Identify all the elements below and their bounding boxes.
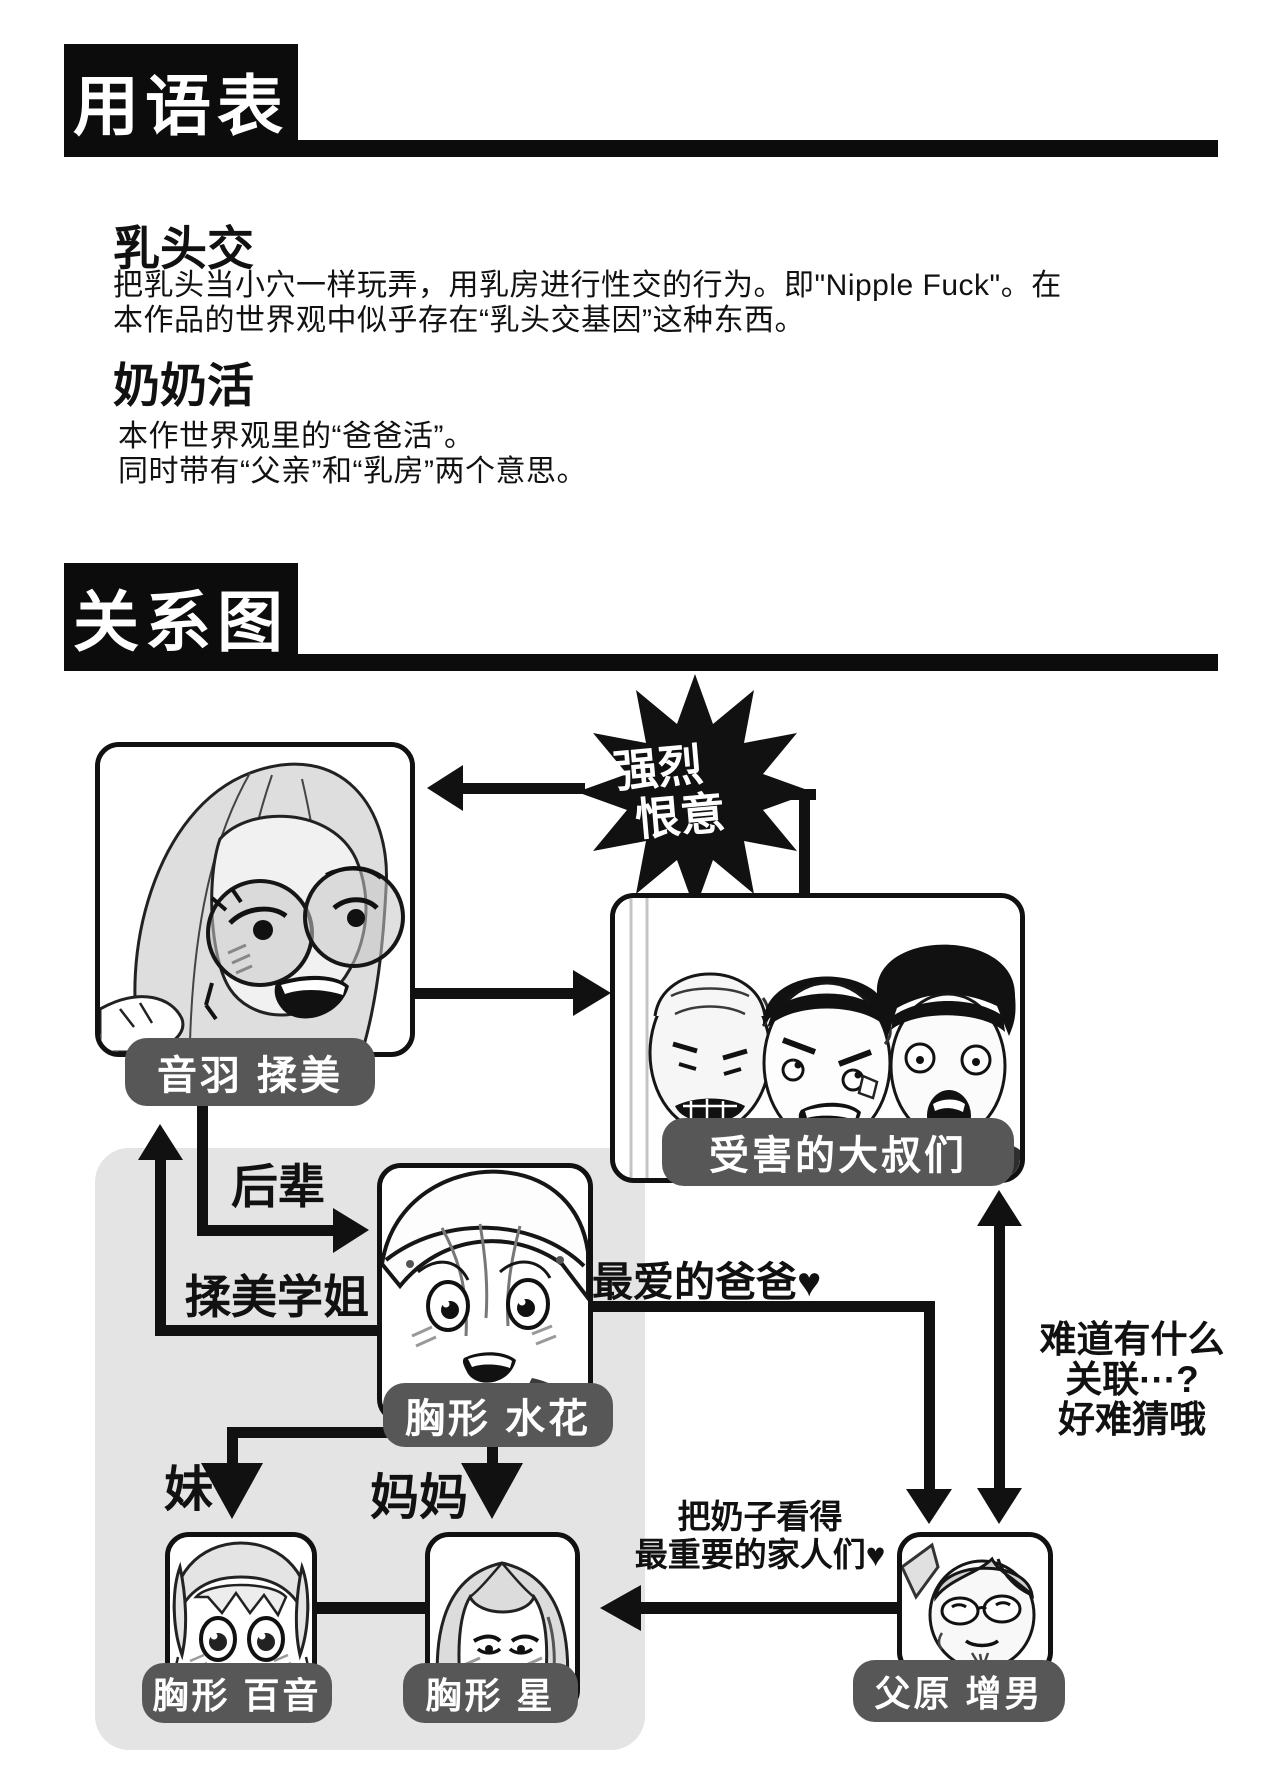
- relation-family-line-2: 最重要的家人们♥: [634, 1536, 886, 1573]
- relation-mama: 妈妈: [370, 1471, 469, 1525]
- glossary-header: 用语表: [64, 44, 298, 157]
- relation-wonder-line-2: 关联···?: [1065, 1359, 1199, 1400]
- hatred-label: 强烈 恨意: [611, 733, 789, 847]
- relation-sister: 妹: [164, 1463, 214, 1517]
- pill-uncles: 受害的大叔们: [662, 1118, 1014, 1186]
- term-1-desc-line-1: 把乳头当小穴一样玩弄，用乳房进行性交的行为。即"Nipple Fuck"。在: [113, 269, 1062, 302]
- chart-header: 关系图: [64, 563, 298, 671]
- pill-hoshi: 胸形 星: [403, 1663, 578, 1723]
- relation-wonder-line-1: 难道有什么: [1039, 1319, 1225, 1360]
- pill-otoha: 音羽 揉美: [125, 1038, 375, 1106]
- pill-mone: 胸形 百音: [142, 1663, 332, 1723]
- relation-wonder: 难道有什么 关联···? 好难猜哦: [1012, 1320, 1252, 1440]
- term-1-title: 乳头交: [113, 222, 254, 275]
- relation-family: 把奶子看得 最重要的家人们♥: [622, 1498, 898, 1574]
- glossary-header-underline: [296, 140, 1218, 157]
- pill-chichihara: 父原 增男: [853, 1660, 1065, 1722]
- term-2-desc-line-1: 本作世界观里的“爸爸活”。: [118, 420, 475, 453]
- chart-header-underline: [296, 654, 1218, 671]
- chichihara-artwork: [902, 1537, 1048, 1671]
- arrow-hatred-to-otoha: [427, 765, 585, 811]
- otoha-artwork: [100, 747, 410, 1052]
- term-2-title: 奶奶活: [113, 359, 254, 412]
- relation-beloved-papa: 最爱的爸爸♥: [592, 1259, 822, 1305]
- term-1-desc-line-2: 本作品的世界观中似乎存在“乳头交基因”这种东西。: [113, 304, 805, 337]
- portrait-otoha: [95, 742, 415, 1057]
- arrow-otoha-to-uncles: [405, 970, 611, 1016]
- relation-junior: 后辈: [231, 1160, 325, 1213]
- term-2-desc-line-2: 同时带有“父亲”和“乳房”两个意思。: [118, 455, 587, 488]
- relation-wonder-line-3: 好难猜哦: [1058, 1399, 1206, 1440]
- portrait-mizuka: [377, 1163, 593, 1423]
- mizuka-artwork: [382, 1168, 588, 1418]
- pill-mizuka: 胸形 水花: [383, 1383, 613, 1447]
- portrait-chichihara: [897, 1532, 1053, 1676]
- relation-senior: 揉美学姐: [185, 1271, 369, 1323]
- relation-family-line-1: 把奶子看得: [677, 1498, 843, 1535]
